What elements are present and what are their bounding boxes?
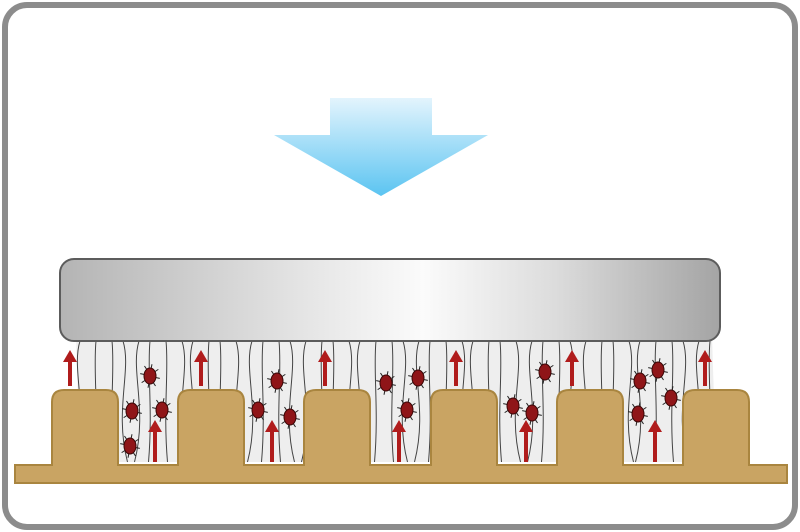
fiber-strand bbox=[428, 340, 431, 463]
fiber-strand bbox=[401, 340, 408, 463]
dust-mite-icon bbox=[248, 398, 268, 422]
dust-mite-icon bbox=[122, 399, 142, 423]
dust-mite-icon bbox=[628, 402, 648, 426]
dust-mites bbox=[120, 358, 681, 458]
fiber-strand bbox=[514, 340, 521, 463]
up-arrow-icon bbox=[392, 420, 406, 462]
dust-mite-icon bbox=[535, 360, 555, 384]
fiber-strand bbox=[527, 340, 534, 463]
dust-mite-icon bbox=[140, 364, 160, 388]
dust-mite-icon bbox=[408, 366, 428, 390]
down-arrow-icon bbox=[274, 98, 488, 196]
fiber-strand bbox=[134, 340, 141, 463]
up-arrow-icon bbox=[648, 420, 662, 462]
fiber-strand bbox=[414, 340, 421, 463]
dust-mite-icon bbox=[280, 405, 300, 429]
fiber-strand bbox=[148, 340, 151, 463]
up-arrow-icon bbox=[148, 420, 162, 462]
up-arrow-icon bbox=[194, 350, 208, 386]
up-arrow-icon bbox=[265, 420, 279, 462]
up-arrow-icon bbox=[565, 350, 579, 386]
up-arrow-icon bbox=[698, 350, 712, 386]
pressing-plate bbox=[59, 258, 721, 342]
dust-mite-icon bbox=[522, 401, 542, 425]
fiber-strand bbox=[627, 340, 634, 463]
up-arrow-icon bbox=[63, 350, 77, 386]
fiber-strand bbox=[391, 340, 394, 463]
fiber-strand bbox=[499, 340, 502, 463]
dust-mite-icon bbox=[630, 369, 650, 393]
fiber-strand bbox=[288, 340, 295, 463]
dust-mite-icon bbox=[267, 369, 287, 393]
dust-mite-icon bbox=[661, 386, 681, 410]
fiber-strand bbox=[374, 340, 377, 463]
up-arrow-icon bbox=[519, 420, 533, 462]
fiber-strand bbox=[635, 340, 642, 463]
dust-mite-icon bbox=[152, 398, 172, 422]
dust-mite-icon bbox=[648, 358, 668, 382]
fiber-strand bbox=[165, 340, 168, 463]
up-arrow-icon bbox=[318, 350, 332, 386]
fiber-strand bbox=[261, 340, 264, 463]
fiber-strand bbox=[541, 340, 544, 463]
lift-arrows bbox=[63, 350, 712, 462]
up-arrow-icon bbox=[449, 350, 463, 386]
dust-mite-icon bbox=[503, 394, 523, 418]
fiber-strand bbox=[247, 340, 254, 463]
base-surface bbox=[14, 389, 788, 484]
dust-mite-icon bbox=[397, 398, 417, 422]
dust-mite-icon bbox=[376, 371, 396, 395]
fiber-strand bbox=[278, 340, 281, 463]
dust-mite-icon bbox=[120, 434, 140, 458]
